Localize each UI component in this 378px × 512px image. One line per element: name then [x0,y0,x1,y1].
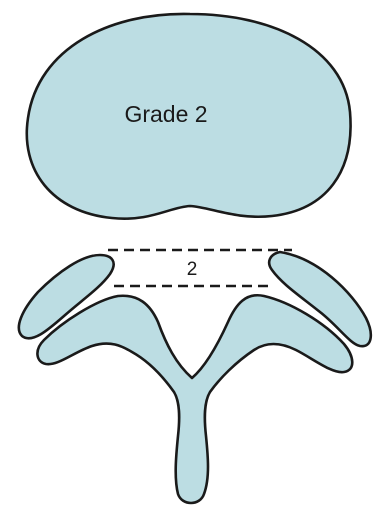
posterior-arch [37,295,352,503]
gap-label: 2 [187,259,198,280]
grade-label: Grade 2 [124,101,207,127]
